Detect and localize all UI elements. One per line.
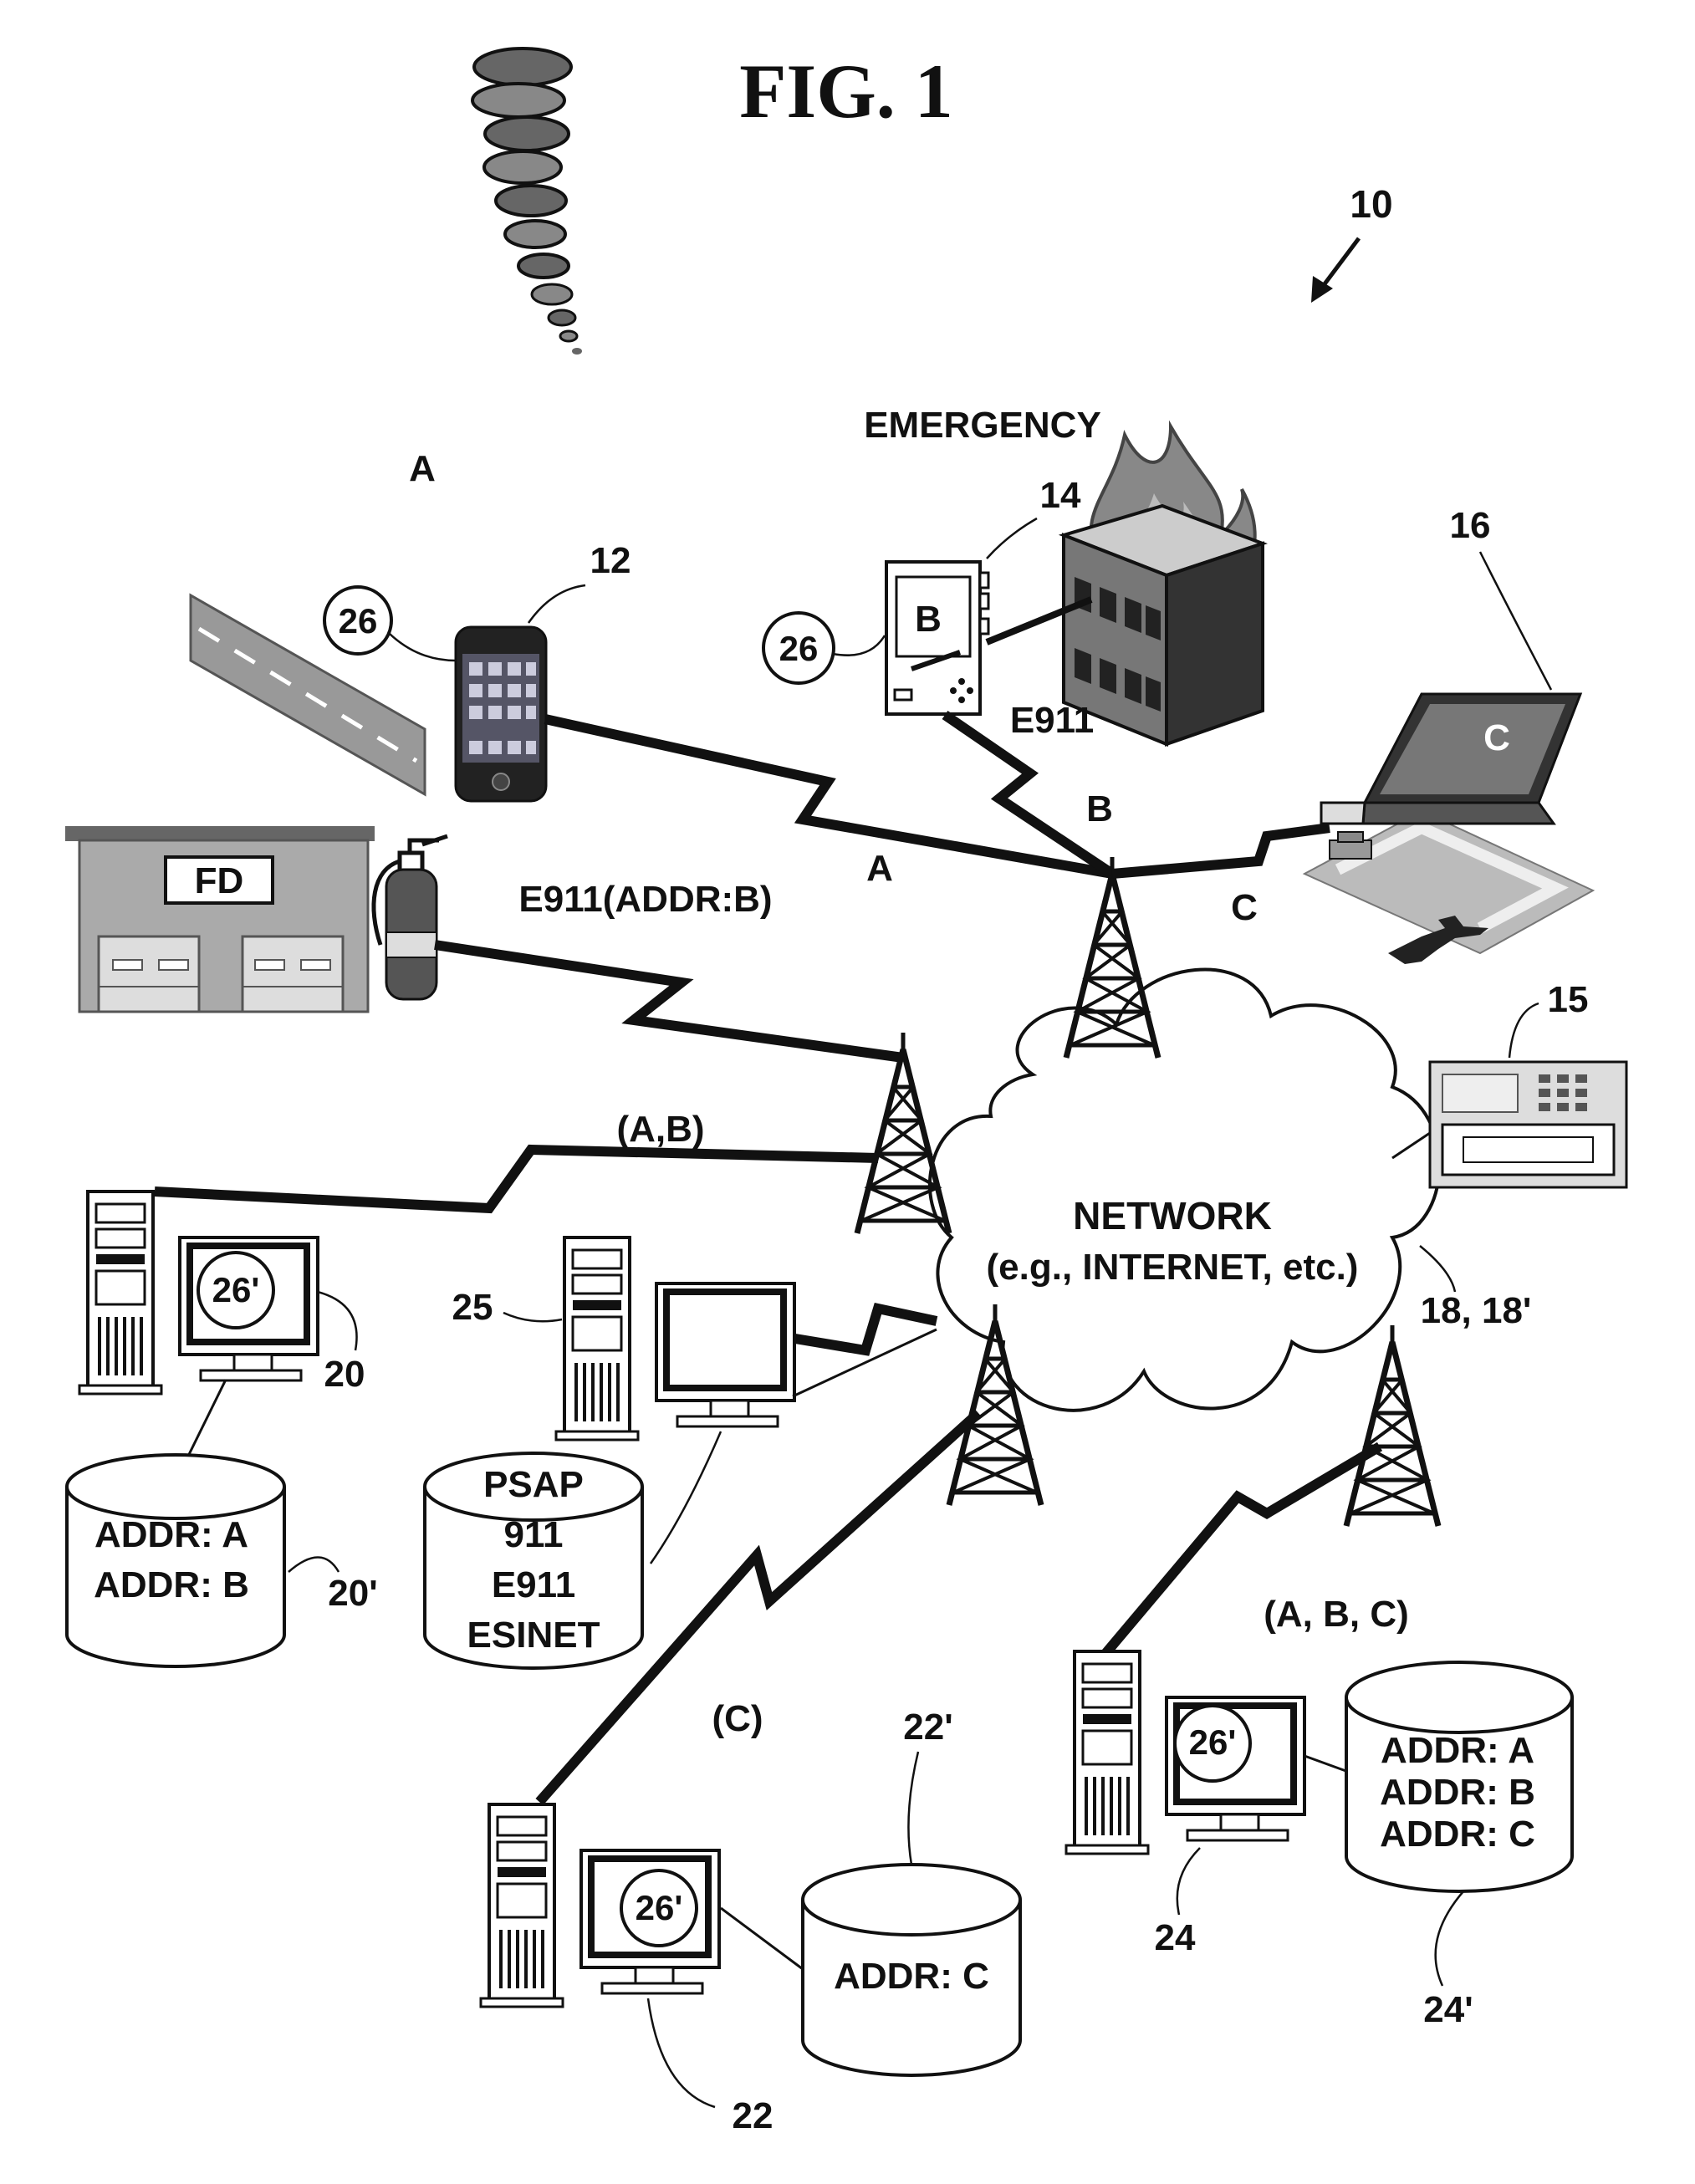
leader-20	[318, 1292, 357, 1350]
leader-22	[648, 1998, 715, 2107]
psap-entry-4: ESINET	[467, 1615, 600, 1656]
fd-message-label: E911(ADDR:B)	[518, 879, 772, 920]
link-a-bolt	[545, 719, 1112, 874]
db-20-entry-1: ADDR: A	[94, 1514, 248, 1555]
device-b-label: B	[915, 599, 942, 640]
screen-app-22-label: 26'	[636, 1888, 683, 1927]
fire-extinguisher-icon	[374, 836, 447, 999]
ref-laptop: 16	[1450, 505, 1491, 546]
link-c-bolt	[1112, 828, 1330, 874]
ref-app-26-pda: 26	[779, 629, 819, 668]
ref-server-22: 22	[733, 2095, 773, 2136]
network-cloud	[930, 969, 1439, 1410]
ref-psap-server: 25	[452, 1287, 493, 1328]
tornado-icon	[472, 48, 582, 355]
device-c-label: C	[1483, 717, 1510, 758]
ref-app-26-phone: 26	[339, 601, 378, 640]
db-24-entry-3: ADDR: C	[1380, 1814, 1535, 1855]
ref-server-20: 20	[324, 1354, 365, 1395]
leader-25	[503, 1313, 562, 1321]
event-a-label: A	[409, 448, 436, 489]
ref-landline-phone: 15	[1548, 979, 1589, 1020]
figure-title: FIG. 1	[739, 48, 953, 134]
ref-network: 18, 18'	[1421, 1290, 1532, 1331]
link-b-label: B	[1086, 788, 1113, 829]
psap-db-link	[651, 1431, 721, 1564]
leader-12	[528, 585, 585, 623]
db-20-entry-2: ADDR: B	[94, 1564, 249, 1605]
ref-db-22: 22'	[903, 1707, 952, 1748]
e911-building-label: E911	[1010, 700, 1094, 741]
laptop-icon	[1321, 694, 1580, 842]
ref-server-24: 24	[1155, 1917, 1196, 1958]
ref-mobile-phone: 12	[590, 540, 631, 581]
ref-db-20: 20'	[328, 1573, 377, 1614]
leader-20-prime	[288, 1558, 339, 1573]
ref-arrow	[1311, 238, 1359, 303]
db-22-entry-1: ADDR: C	[834, 1956, 989, 1997]
ref-db-24: 24'	[1423, 1989, 1473, 2030]
psap-entry-2: 911	[504, 1514, 564, 1555]
tower-right	[1346, 1325, 1438, 1526]
psap-server-computer	[556, 1237, 794, 1440]
link-ab-label: (A,B)	[616, 1109, 704, 1150]
leader-24	[1177, 1848, 1200, 1915]
link-a-label: A	[866, 848, 893, 889]
leader-26-pda	[833, 635, 885, 656]
landline-phone-icon	[1430, 1062, 1626, 1187]
leader-15	[1509, 1003, 1539, 1058]
db-24-entry-1: ADDR: A	[1381, 1730, 1534, 1771]
network-label-line1: NETWORK	[1073, 1194, 1272, 1237]
leader-14	[987, 518, 1037, 559]
screen-app-24-label: 26'	[1189, 1722, 1237, 1762]
link-psap-bolt	[790, 1309, 937, 1350]
psap-entry-3: E911	[492, 1564, 575, 1605]
mobile-phone-icon	[456, 627, 546, 801]
emergency-label: EMERGENCY	[864, 405, 1101, 446]
database-20	[67, 1455, 284, 1666]
ref-pda-device: 14	[1040, 475, 1081, 516]
fire-department-building	[65, 826, 375, 1012]
psap-entry-1: PSAP	[483, 1464, 584, 1505]
server-22-db-link	[721, 1908, 803, 1969]
link-ab-bolt	[155, 1150, 878, 1208]
fire-department-label: FD	[195, 860, 244, 901]
server-24-db-link	[1304, 1756, 1350, 1773]
leader-26-phone	[390, 634, 456, 661]
network-label-line2: (e.g., INTERNET, etc.)	[987, 1247, 1359, 1288]
db-24-entry-2: ADDR: B	[1380, 1772, 1535, 1813]
link-abc-label: (A, B, C)	[1264, 1594, 1409, 1635]
leader-16	[1480, 552, 1551, 690]
leader-24-prime	[1436, 1891, 1463, 1986]
leader-22-prime	[908, 1752, 918, 1865]
link-c-paren-label: (C)	[712, 1698, 763, 1739]
link-fd-bolt	[435, 945, 903, 1058]
ref-system: 10	[1350, 182, 1392, 226]
screen-app-20-label: 26'	[212, 1270, 260, 1309]
link-c-label: C	[1231, 887, 1258, 928]
leader-18	[1420, 1246, 1455, 1292]
